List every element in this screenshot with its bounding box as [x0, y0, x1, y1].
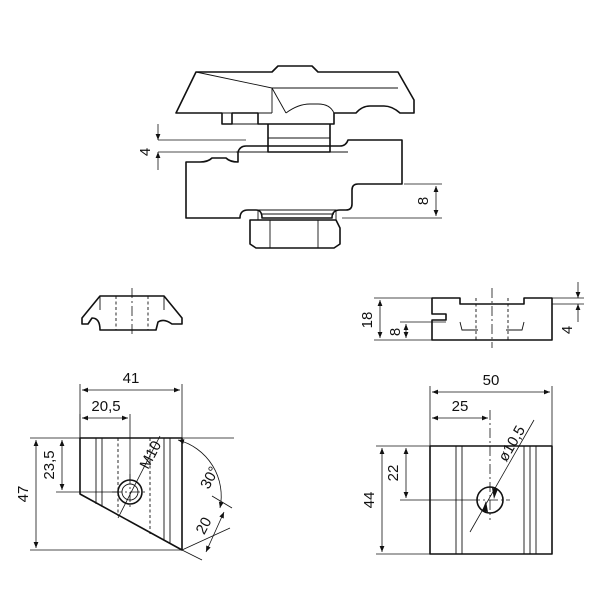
square-nut-plan-view: ø10,5 50 25 44 22 — [361, 372, 553, 555]
nut-side-view: 18 8 4 — [359, 282, 584, 348]
dim-label-4-top: 4 — [137, 148, 154, 156]
dim-label-22: 22 — [385, 465, 402, 482]
dim-label-23-5: 23,5 — [41, 450, 58, 479]
dim-label-20-5: 20,5 — [91, 398, 120, 415]
dim-label-20: 20 — [193, 515, 216, 538]
dim-lower-step: 8 — [342, 183, 442, 219]
slot-nut-body — [185, 139, 403, 219]
angled-nut-plan-view: M10 41 20,5 47 23,5 30° 20 — [15, 370, 234, 561]
dim-label-50: 50 — [483, 372, 500, 389]
dim-label-25: 25 — [452, 398, 469, 415]
dim-label-44: 44 — [361, 492, 378, 509]
hex-nut — [249, 209, 341, 249]
dim-label-8-side: 8 — [387, 328, 404, 336]
clamp-bar — [175, 65, 415, 125]
dim-label-41: 41 — [123, 370, 140, 387]
dim-label-8-top: 8 — [415, 197, 432, 205]
dim-label-30-deg: 30° — [197, 464, 223, 492]
dim-label-47: 47 — [15, 486, 32, 503]
dim-label-18: 18 — [359, 312, 376, 329]
dim-flange-thickness: 4 — [137, 124, 246, 170]
dim-label-m10: M10 — [137, 438, 166, 472]
top-assembly-view: 4 8 — [137, 65, 442, 249]
dim-label-4-side: 4 — [559, 326, 576, 334]
bar-end-view — [81, 288, 183, 336]
bolt-shank — [267, 124, 331, 153]
